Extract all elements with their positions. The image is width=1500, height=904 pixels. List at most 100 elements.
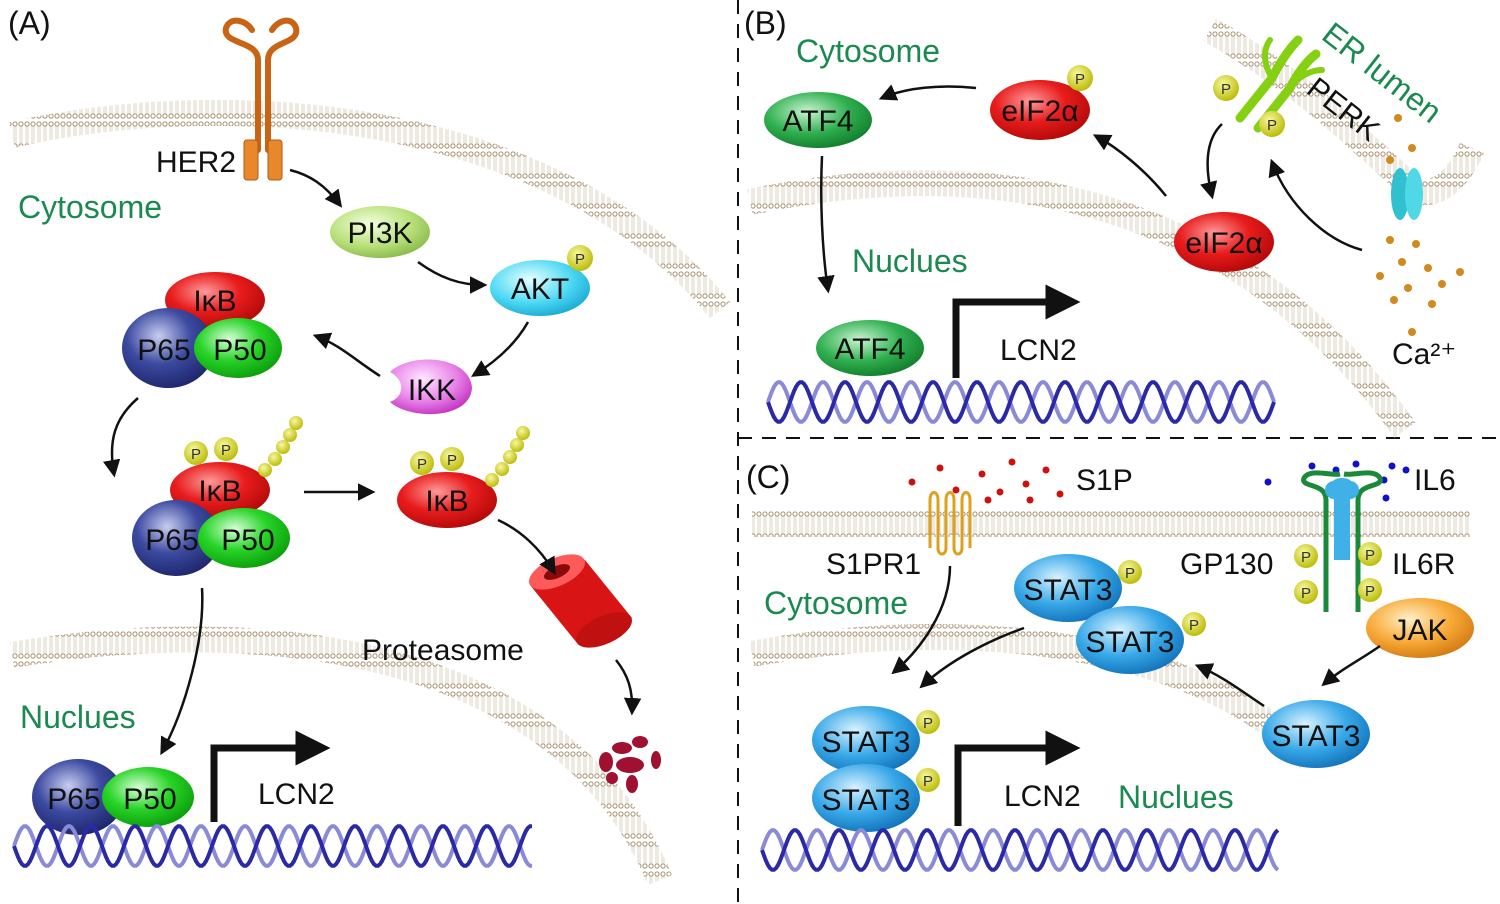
perk-receptor	[1235, 35, 1325, 133]
transcription-arrow-c	[954, 730, 1081, 826]
arrows-a	[102, 168, 642, 756]
label-lcn2-b: LCN2	[1000, 334, 1077, 367]
pi3k-node	[330, 206, 430, 258]
phospho-eif2a	[1067, 65, 1093, 91]
p65-nuclear	[32, 759, 124, 835]
phospho-stat3-cyto-1	[1118, 560, 1142, 584]
label-s1p: S1P	[1076, 464, 1133, 497]
label-p65-3: P65	[47, 783, 100, 816]
phospho-perk-1	[1213, 75, 1239, 101]
label-cytosome-b: Cytosome	[796, 33, 940, 69]
eif2a-node	[1174, 212, 1274, 272]
ikb-free	[397, 472, 497, 528]
stat3-nuc-2	[812, 764, 920, 832]
label-ikb-1: IκB	[193, 285, 236, 318]
label-eif2a-1: eIF2α	[1001, 95, 1078, 128]
label-calcium: Ca²⁺	[1392, 338, 1456, 371]
phospho-ikb-2b	[214, 437, 238, 461]
label-ikb-3: IκB	[425, 485, 468, 518]
phospho-stat3-nuc-2	[916, 768, 940, 792]
label-stat3-cyto-2: STAT3	[1086, 626, 1175, 659]
eif2a-phospho	[990, 80, 1090, 140]
phospho-akt-label: P	[575, 251, 585, 268]
label-p50-1: P50	[213, 334, 266, 367]
nfkb-complex-2	[132, 462, 290, 576]
phospho-ikb-3a-label: P	[417, 456, 427, 473]
phospho-perk-2	[1259, 111, 1285, 137]
phospho-perk-2-label: P	[1267, 117, 1277, 134]
transcription-arrow-a	[210, 730, 331, 822]
phospho-eif2a-label: P	[1075, 71, 1085, 88]
phospho-stat3-cyto-1-label: P	[1125, 565, 1135, 582]
phospho-il6r-1-label: P	[1365, 547, 1375, 564]
label-atf4-1: ATF4	[782, 105, 853, 138]
label-gp130: GP130	[1180, 548, 1273, 581]
akt-node	[490, 260, 590, 316]
stat3-nuc-1	[812, 706, 920, 774]
label-lcn2-c: LCN2	[1004, 780, 1081, 813]
label-nucleus-b: Nuclues	[852, 243, 968, 279]
label-p50-3: P50	[123, 783, 176, 816]
panel-a: (A) Cytosome Nuclues HER2 PI3K AKT P IKK…	[8, 5, 731, 886]
label-stat3-nuc-2: STAT3	[822, 784, 911, 817]
ubiquitin-chain-1	[258, 416, 303, 477]
membrane-nucleus-a	[9, 626, 672, 886]
label-jak: JAK	[1392, 614, 1447, 647]
phospho-gp130-2	[1294, 580, 1318, 604]
label-il6: IL6	[1414, 464, 1456, 497]
s1pr1-receptor	[928, 491, 972, 556]
label-p50-2: P50	[221, 524, 274, 557]
phospho-il6r-2	[1358, 578, 1382, 602]
stat3-cyto-2	[1076, 606, 1184, 674]
phospho-stat3-nuc-2-label: P	[923, 773, 933, 790]
phospho-stat3-cyto-2	[1182, 612, 1206, 636]
atf4-cytosome	[764, 92, 872, 148]
panel-label-b: (B)	[744, 5, 787, 41]
membrane-nucleus-b	[747, 170, 1416, 438]
phospho-il6r-2-label: P	[1365, 583, 1375, 600]
nfkb-complex-1	[122, 272, 282, 388]
label-akt: AKT	[511, 273, 569, 306]
atf4-nucleus	[816, 320, 924, 376]
label-il6r: IL6R	[1392, 548, 1455, 581]
her2-receptor	[222, 17, 300, 181]
phospho-ikb-2a	[184, 441, 208, 465]
phospho-gp130-2-label: P	[1301, 585, 1311, 602]
label-her2: HER2	[156, 146, 236, 179]
arrows-c	[891, 565, 1381, 708]
phospho-akt	[567, 245, 593, 271]
phospho-stat3-nuc-1-label: P	[923, 715, 933, 732]
label-nucleus-a: Nuclues	[20, 699, 136, 735]
panel-b: (B) Cytosome Nuclues ER lumen PERK P P C…	[744, 5, 1484, 438]
panel-label-c: (C)	[746, 459, 790, 495]
phospho-stat3-cyto-2-label: P	[1189, 617, 1199, 634]
label-p65-1: P65	[137, 334, 190, 367]
ubiquitin-chain-2	[485, 426, 530, 487]
label-cytosome-a: Cytosome	[18, 189, 162, 225]
arrows-b	[817, 84, 1363, 294]
dna-c	[760, 828, 1280, 872]
s1p-ligands	[908, 458, 1064, 504]
phospho-stat3-nuc-1	[916, 710, 940, 734]
proteasome	[529, 554, 632, 648]
gp130-receptor	[1301, 470, 1383, 612]
panel-c: (C) S1P IL6 S1PR1 GP130 IL6R Cytosome Nu…	[746, 458, 1474, 872]
membrane-cell-a	[9, 99, 731, 319]
dna-a	[12, 824, 532, 868]
phospho-ikb-2a-label: P	[191, 446, 201, 463]
label-p65-2: P65	[145, 524, 198, 557]
panel-label-a: (A)	[8, 5, 51, 41]
phospho-perk-1-label: P	[1221, 81, 1231, 98]
label-s1pr1: S1PR1	[826, 548, 921, 581]
dna-b	[766, 380, 1276, 424]
transcription-arrow-b	[952, 284, 1081, 378]
stat3-cyto-1	[1014, 554, 1122, 622]
label-stat3-single: STAT3	[1272, 720, 1361, 753]
membrane-nucleus-c	[749, 623, 1320, 769]
il6r-receptor	[1325, 478, 1359, 560]
label-eif2a-2: eIF2α	[1185, 227, 1262, 260]
jak-node	[1366, 598, 1474, 658]
label-stat3-cyto-1: STAT3	[1024, 574, 1113, 607]
phospho-ikb-3b-label: P	[447, 452, 457, 469]
